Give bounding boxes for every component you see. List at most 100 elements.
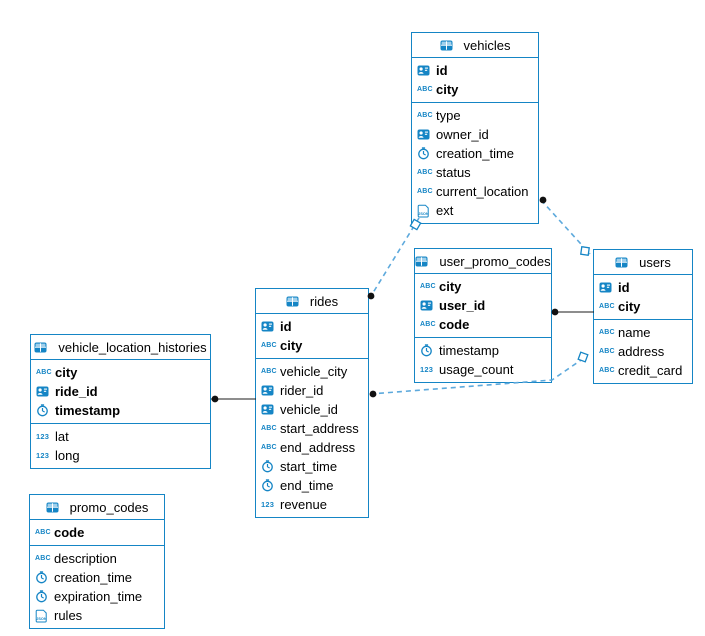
column-id[interactable]: id (594, 278, 692, 297)
column-name: id (280, 319, 292, 334)
table-header-promo_codes[interactable]: promo_codes (30, 495, 164, 520)
column-name: rules (54, 608, 83, 623)
column-id[interactable]: id (412, 61, 538, 80)
table-header-vehicles[interactable]: vehicles (412, 33, 538, 58)
column-name: revenue (280, 497, 327, 512)
table-header-user_promo_codes[interactable]: user_promo_codes (415, 249, 551, 274)
table-name: rides (309, 293, 339, 309)
abc-text-type-icon: ABC (36, 369, 52, 376)
column-name: code (54, 525, 85, 540)
table-header-rides[interactable]: rides (256, 289, 368, 314)
column-name: vehicle_city (280, 364, 348, 379)
relation-vehicles-users[interactable] (540, 199, 591, 255)
table-name: vehicles (463, 37, 511, 53)
column-name: status (436, 165, 471, 180)
id-badge-icon (36, 386, 52, 397)
column-name: ride_id (55, 384, 98, 399)
table-header-users[interactable]: users (594, 250, 692, 275)
abc-text-type-icon: ABC (261, 425, 277, 432)
abc-text-type-icon: ABC (261, 342, 277, 349)
column-creation_time[interactable]: creation_time (412, 144, 538, 163)
column-name: city (618, 299, 641, 314)
column-rider_id[interactable]: rider_id (256, 381, 368, 400)
column-name: end_address (280, 440, 356, 455)
relation-endpoint-square (577, 351, 589, 363)
column-id[interactable]: id (256, 317, 368, 336)
column-timestamp[interactable]: timestamp (31, 401, 210, 420)
column-user_id[interactable]: user_id (415, 296, 551, 315)
column-start_time[interactable]: start_time (256, 457, 368, 476)
column-name: end_time (280, 478, 334, 493)
column-name: code (439, 317, 470, 332)
column-name: city (280, 338, 303, 353)
column-expiration_time[interactable]: expiration_time (30, 587, 164, 606)
table-header-vehicle_location_histories[interactable]: vehicle_location_histories (31, 335, 210, 360)
column-owner_id[interactable]: owner_id (412, 125, 538, 144)
clock-icon (35, 571, 51, 584)
abc-text-type-icon: ABC (417, 169, 433, 176)
clock-icon (36, 404, 52, 417)
column-timestamp[interactable]: timestamp (415, 341, 551, 360)
relation-endpoint-square (580, 246, 590, 256)
id-badge-icon (261, 385, 277, 396)
column-end_time[interactable]: end_time (256, 476, 368, 495)
column-creation_time[interactable]: creation_time (30, 568, 164, 587)
column-name: type (436, 108, 461, 123)
column-name: creation_time (436, 146, 515, 161)
abc-text-type-icon: ABC (35, 555, 51, 562)
column-name: timestamp (439, 343, 499, 358)
column-name: rider_id (280, 383, 324, 398)
id-badge-icon (261, 321, 277, 332)
relation-vehicles-rides[interactable] (370, 217, 420, 297)
column-vehicle_id[interactable]: vehicle_id (256, 400, 368, 419)
number-type-icon: 123 (36, 450, 50, 460)
column-name: id (436, 63, 448, 78)
column-name: usage_count (439, 362, 514, 377)
json-type-icon: JSON (417, 204, 433, 218)
column-name: vehicle_id (280, 402, 338, 417)
column-ride_id[interactable]: ride_id (31, 382, 210, 401)
column-name: ext (436, 203, 454, 218)
table-grid-icon (34, 342, 50, 353)
column-name: id (618, 280, 630, 295)
column-name: start_address (280, 421, 359, 436)
column-name: user_id (439, 298, 486, 313)
abc-text-type-icon: ABC (261, 444, 277, 451)
abc-text-type-icon: ABC (261, 368, 277, 375)
table-grid-icon (615, 257, 631, 268)
